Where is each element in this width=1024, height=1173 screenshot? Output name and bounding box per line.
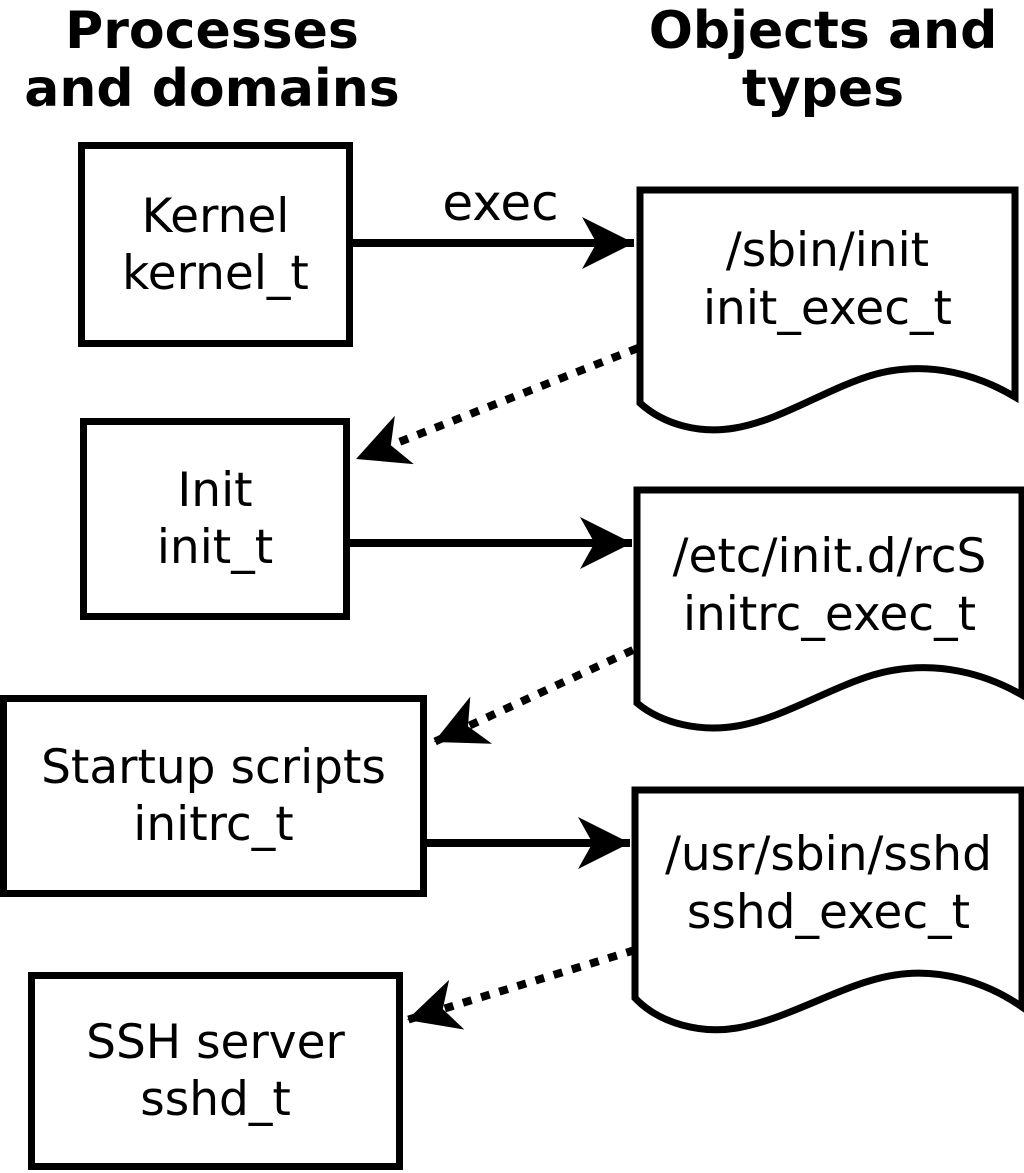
process-type: kernel_t xyxy=(122,245,309,301)
column-header-processes: Processes and domains xyxy=(12,2,412,118)
process-box-kernel: Kernel kernel_t xyxy=(78,142,353,347)
object-path: /etc/init.d/rcS xyxy=(672,529,987,584)
dotted-arrow-etc-initd-rcs-to-startup-scripts xyxy=(432,646,635,746)
object-path: /sbin/init xyxy=(725,223,930,278)
process-box-init: Init init_t xyxy=(80,418,350,620)
object-path: /usr/sbin/sshd xyxy=(665,827,992,882)
document-shape-sbin-init xyxy=(636,186,1019,434)
object-type: sshd_exec_t xyxy=(686,885,971,940)
document-shape-usr-sbin-sshd xyxy=(631,786,1024,1034)
process-name: Init xyxy=(177,463,253,518)
process-box-ssh-server: SSH server sshd_t xyxy=(28,972,403,1170)
edge-label-exec: exec xyxy=(442,174,559,232)
process-type: init_t xyxy=(156,520,274,575)
object-label-usr-sbin-sshd: /usr/sbin/sshd sshd_exec_t xyxy=(635,826,1022,942)
dotted-arrow-usr-sbin-sshd-to-ssh-server xyxy=(405,946,637,1030)
object-type: initrc_exec_t xyxy=(682,587,977,642)
column-header-processes-line1: Processes xyxy=(65,1,359,61)
dotted-arrow-sbin-init-to-init xyxy=(354,344,640,465)
process-name: Kernel xyxy=(141,188,290,244)
column-header-objects-line2: types xyxy=(741,59,905,119)
process-type: initrc_t xyxy=(133,797,294,852)
process-name: SSH server xyxy=(86,1015,345,1070)
column-header-processes-line2: and domains xyxy=(24,59,400,119)
process-name: Startup scripts xyxy=(41,740,386,795)
process-type: sshd_t xyxy=(140,1072,291,1127)
object-label-etc-initd-rcs: /etc/init.d/rcS initrc_exec_t xyxy=(637,528,1022,644)
document-shape-etc-initd-rcs xyxy=(633,486,1024,732)
column-header-objects: Objects and types xyxy=(621,2,1024,118)
column-header-objects-line1: Objects and xyxy=(648,1,998,61)
object-label-sbin-init: /sbin/init init_exec_t xyxy=(640,222,1015,338)
process-box-startup-scripts: Startup scripts initrc_t xyxy=(0,695,427,897)
object-type: init_exec_t xyxy=(703,281,952,336)
